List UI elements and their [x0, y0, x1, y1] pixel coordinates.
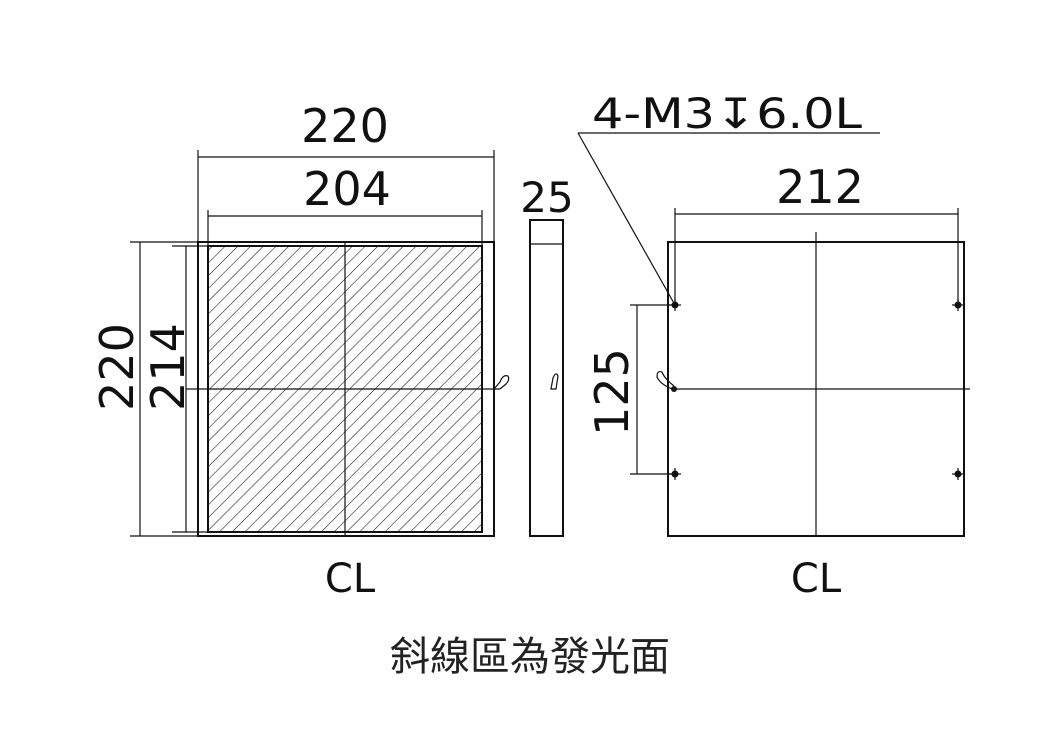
emitting-area-note: 斜線區為發光面 [390, 634, 670, 680]
back-view: 212 125 4-M3↧6.0L CL [577, 89, 970, 602]
dim-inner-width: 204 [303, 162, 391, 216]
dim-hole-spacing-x: 212 [776, 160, 864, 214]
front-centerline-label: CL [325, 556, 376, 602]
front-view: 220 204 220 214 CL [90, 99, 510, 602]
back-centerline-label: CL [791, 556, 842, 602]
side-cable-hook-icon [550, 373, 559, 390]
dim-hole-spacing-y: 125 [585, 348, 639, 436]
callout-leader [577, 132, 676, 306]
back-cable-hook-icon [656, 370, 675, 390]
side-view: 25 [520, 173, 574, 537]
dim-outer-height: 220 [90, 323, 144, 411]
cable-entry-icon [671, 386, 677, 392]
dim-thickness: 25 [520, 173, 573, 222]
cable-hook-icon [493, 375, 510, 390]
dim-outer-width: 220 [301, 99, 389, 153]
hole-callout: 4-M3↧6.0L [592, 89, 863, 138]
dim-inner-height: 214 [141, 323, 195, 411]
